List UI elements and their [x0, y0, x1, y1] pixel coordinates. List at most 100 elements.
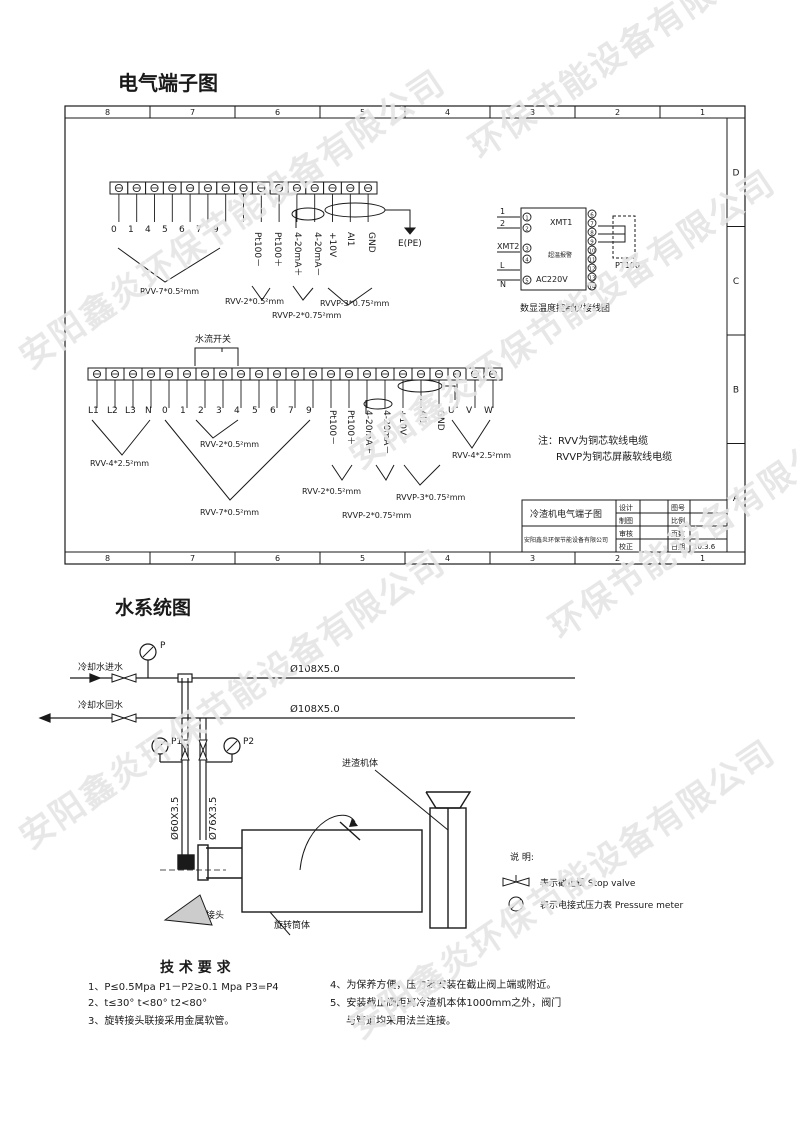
inlet-label: 冷却水进水 [78, 661, 123, 673]
terminal-screw-icon [92, 369, 102, 379]
frame-column-number: 3 [530, 108, 535, 117]
valve-icon [198, 748, 208, 761]
controller-pin-icon [587, 245, 597, 255]
valve-icon [198, 739, 208, 752]
cable-label: RVV-2*0.5²mm [200, 440, 259, 449]
terminal-screw-icon [398, 369, 408, 379]
terminal-screw-icon [310, 183, 319, 193]
terminal-label: N [145, 406, 152, 416]
frame-column-number: 5 [360, 108, 365, 117]
water-labels: 冷却水进水 冷却水回水 Ø108X5.0 Ø108X5.0 Ø60X3.5 Ø7… [78, 641, 378, 931]
terminal-screw-icon [146, 369, 156, 379]
terminal-label: GND [366, 232, 376, 253]
controller-pin-number: 9 [590, 240, 594, 246]
top-cable-labels: RVV-7*0.5²mm RVV-2*0.5²mm RVVP-2*0.75²mm… [140, 287, 390, 320]
frame-row-letter: B [733, 385, 739, 395]
controller-pin-icon [587, 272, 597, 282]
terminal-label: 4 [145, 225, 151, 235]
terminal-screw-icon [110, 369, 120, 379]
field-label: 日期 [671, 543, 685, 551]
terminal-screw-icon [272, 369, 282, 379]
controller-pin-number: 1 [525, 216, 529, 222]
title-block-text: 冷渣机电气端子图 安阳鑫炎环保节能设备有限公司 设计 制图 审核 校正 图号 比… [524, 503, 716, 551]
pipe-size-main: Ø108X5.0 [290, 703, 340, 715]
valve-icon [122, 713, 137, 723]
controller-pin-icon [587, 254, 597, 264]
stop-valves [111, 673, 208, 761]
field-label: 比例 [671, 516, 685, 525]
cable-label: RVV-7*0.5²mm [200, 508, 259, 517]
controller-pin-number: 8 [590, 231, 594, 237]
frame-row-letter: A [733, 494, 740, 504]
controller-pin-icon [587, 218, 597, 228]
drum-label: 旋转筒体 [274, 919, 310, 931]
legend-gauge-text: 表示电接式压力表 Pressure meter [540, 899, 684, 911]
terminal-screw-icon [168, 183, 177, 193]
tech-title: 技 术 要 求 [160, 959, 232, 976]
frame-column-number: 4 [445, 554, 450, 563]
cable-label: RVV-4*2.5²mm [452, 451, 511, 460]
terminal-label: 6 [270, 406, 276, 416]
controller-pin-icon [522, 212, 532, 222]
frame-column-number: 2 [615, 108, 620, 117]
terminal-label: 4 [234, 406, 240, 416]
bottom-wiring [91, 379, 491, 501]
terminal-label: 9 [306, 406, 312, 416]
terminal-screw-icon [346, 183, 355, 193]
terminal-label: AI1 [417, 410, 427, 425]
terminal-block-top [109, 181, 378, 222]
terminal-label: L3 [125, 406, 136, 416]
terminal-screw-icon [275, 183, 284, 193]
terminal-screw-icon [452, 369, 462, 379]
tech-item: 与管道均采用法兰连接。 [346, 1014, 456, 1027]
frame-column-number: 6 [275, 108, 280, 117]
frame-row-letter: C [733, 277, 739, 287]
rotating-drum [160, 769, 472, 936]
input-label: 2 [500, 219, 505, 228]
controller-inner-label: XMT1 [550, 218, 572, 227]
pt100-label: PT100 [615, 261, 640, 270]
terminal-label: 5 [252, 406, 258, 416]
pe-label: E(PE) [398, 239, 422, 249]
controller-pin-number: 3 [525, 247, 529, 253]
controller-pin-icon [587, 281, 597, 291]
field-label: 图号 [671, 504, 685, 512]
frame-column-number: 6 [275, 554, 280, 563]
terminal-label: 7 [196, 225, 202, 235]
tech-item: 3、旋转接头联接采用金属软管。 [88, 1014, 234, 1027]
cable-label: RVVP-3*0.75²mm [396, 493, 466, 502]
terminal-label: AI1 [345, 232, 355, 247]
title-block [521, 499, 728, 553]
role-label: 设计 [619, 503, 633, 512]
field-label: 页数 [671, 529, 685, 538]
controller-pin-number: 7 [590, 222, 594, 228]
terminal-label: Pt100＋ [345, 410, 356, 445]
valve-icon [180, 739, 190, 752]
controller-pin-icon [587, 227, 597, 237]
legend-gauge-icon [508, 896, 524, 912]
frame-column-number: 5 [360, 554, 365, 563]
temperature-controller [497, 207, 636, 291]
electrical-title: 电气端子图 [118, 71, 218, 95]
terminal-screw-icon [236, 369, 246, 379]
terminal-screw-icon [257, 183, 266, 193]
role-label: 审核 [619, 529, 633, 538]
input-label: XMT2 [497, 242, 519, 251]
legend-valve-text: 表示截止阀 Stop valve [540, 877, 636, 889]
input-label: L [500, 261, 505, 270]
controller-pin-icon [587, 236, 597, 246]
terminal-label: L2 [107, 406, 118, 416]
controller-labels: 1 2 XMT2 L N XMT1 超温报警 AC220V PT100 数显温度… [497, 207, 640, 314]
top-wiring [117, 202, 417, 306]
frame-column-number: 4 [445, 108, 450, 117]
terminal-label: 4-20mA－ [381, 410, 391, 454]
controller-pin-icon [522, 254, 532, 264]
controller-pin-icon [587, 263, 597, 273]
terminal-label: 2 [198, 406, 204, 416]
frame-column-number: 3 [530, 554, 535, 563]
terminal-screw-icon [362, 369, 372, 379]
cable-label: RVV-2*0.5²mm [225, 297, 284, 306]
terminal-label: 9 [213, 225, 219, 235]
